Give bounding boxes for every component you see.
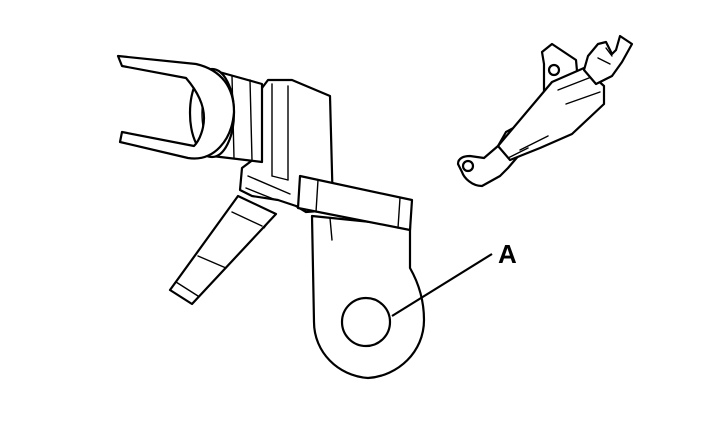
callout-label-a: A xyxy=(498,239,517,269)
lug-with-hole xyxy=(310,214,426,380)
callout-leader-line xyxy=(391,253,493,317)
mounting-hole xyxy=(340,296,392,348)
detail-bracket xyxy=(456,34,634,188)
detail-hole-upper xyxy=(547,63,561,77)
flat-tab xyxy=(296,174,414,232)
detail-hole-lower xyxy=(461,159,475,173)
yoke-fork xyxy=(116,54,236,160)
main-bracket-assembly xyxy=(116,54,426,380)
lower-arm xyxy=(168,194,278,306)
